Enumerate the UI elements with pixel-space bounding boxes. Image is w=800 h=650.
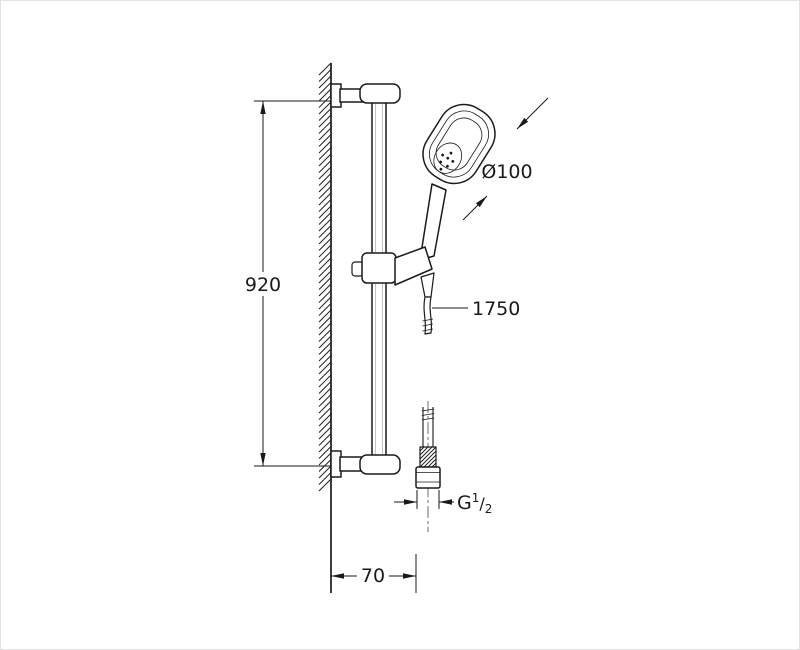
connector-nut [415, 466, 441, 489]
holder-collar [361, 252, 397, 284]
thread-denominator: 2 [485, 502, 493, 516]
slider-holder [351, 252, 397, 284]
spray-nozzles [439, 151, 455, 171]
thread-slash: / [479, 494, 485, 513]
hose-connector [415, 407, 441, 489]
wall-hatching [318, 62, 332, 492]
wall [318, 62, 332, 593]
thread-numerator: 1 [472, 491, 480, 505]
dim-thread-label: G1/2 [457, 491, 492, 516]
holder-cone [394, 246, 433, 286]
shower-head [422, 103, 496, 185]
dim-head-diameter-label: Ø100 [481, 161, 532, 183]
handle-end [420, 272, 435, 298]
dimension-wall-distance: 70 [331, 554, 417, 593]
dim-hose-length-label: 1750 [472, 298, 520, 320]
shower-handle [419, 183, 447, 261]
dimension-rail-height: 920 [239, 100, 331, 467]
spray-face [433, 142, 463, 174]
dim-rail-height-label: 920 [245, 274, 281, 296]
dim-wall-distance-label: 70 [361, 565, 385, 587]
shower-hose [420, 272, 435, 335]
thread-prefix: G [457, 492, 472, 514]
top-wall-bracket [330, 83, 401, 108]
crimp-hatching [419, 446, 437, 468]
bottom-wall-bracket [330, 450, 401, 478]
dimension-arrowheads [260, 101, 529, 579]
dimension-hose-length: 1750 [432, 298, 520, 320]
